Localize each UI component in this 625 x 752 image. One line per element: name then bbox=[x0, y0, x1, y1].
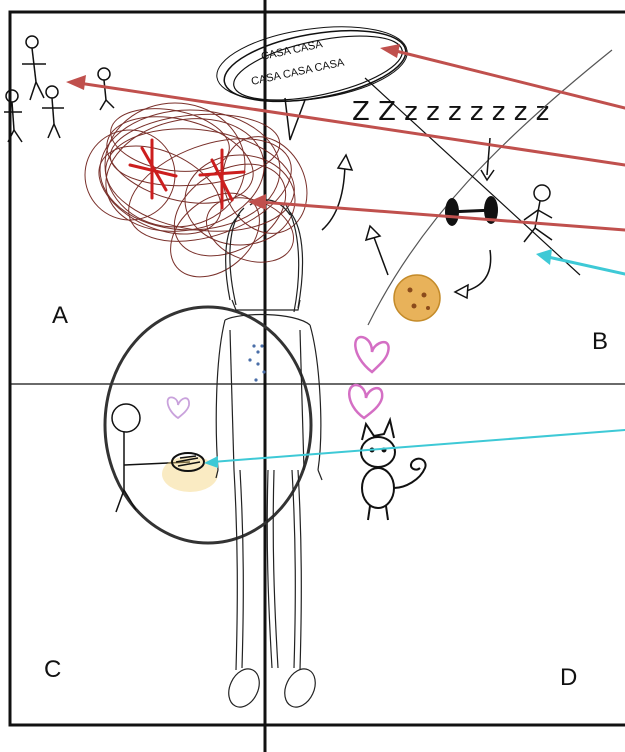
highlight-circle bbox=[105, 307, 311, 543]
speech-bubble-line-1: CASA CASA bbox=[260, 38, 324, 63]
stick-figure-running bbox=[524, 185, 552, 242]
quadrant-label-d: D bbox=[560, 664, 577, 692]
stick-figures-group bbox=[4, 36, 114, 142]
blue-spots bbox=[248, 344, 265, 381]
heart-icons bbox=[168, 337, 389, 418]
glowing-object bbox=[162, 453, 218, 492]
quadrant-label-a: A bbox=[52, 302, 68, 330]
quadrant-label-b: B bbox=[592, 328, 608, 356]
cookie-icon bbox=[394, 275, 440, 321]
quadrant-label-c: C bbox=[44, 656, 61, 684]
barbell-icon bbox=[445, 196, 498, 226]
red-arrowheads bbox=[66, 44, 400, 210]
sleep-text: Z Z z z z z z z z bbox=[352, 97, 549, 127]
scribble-cloud bbox=[85, 100, 322, 294]
red-arrows bbox=[72, 50, 625, 230]
cat-drawing bbox=[361, 420, 426, 520]
